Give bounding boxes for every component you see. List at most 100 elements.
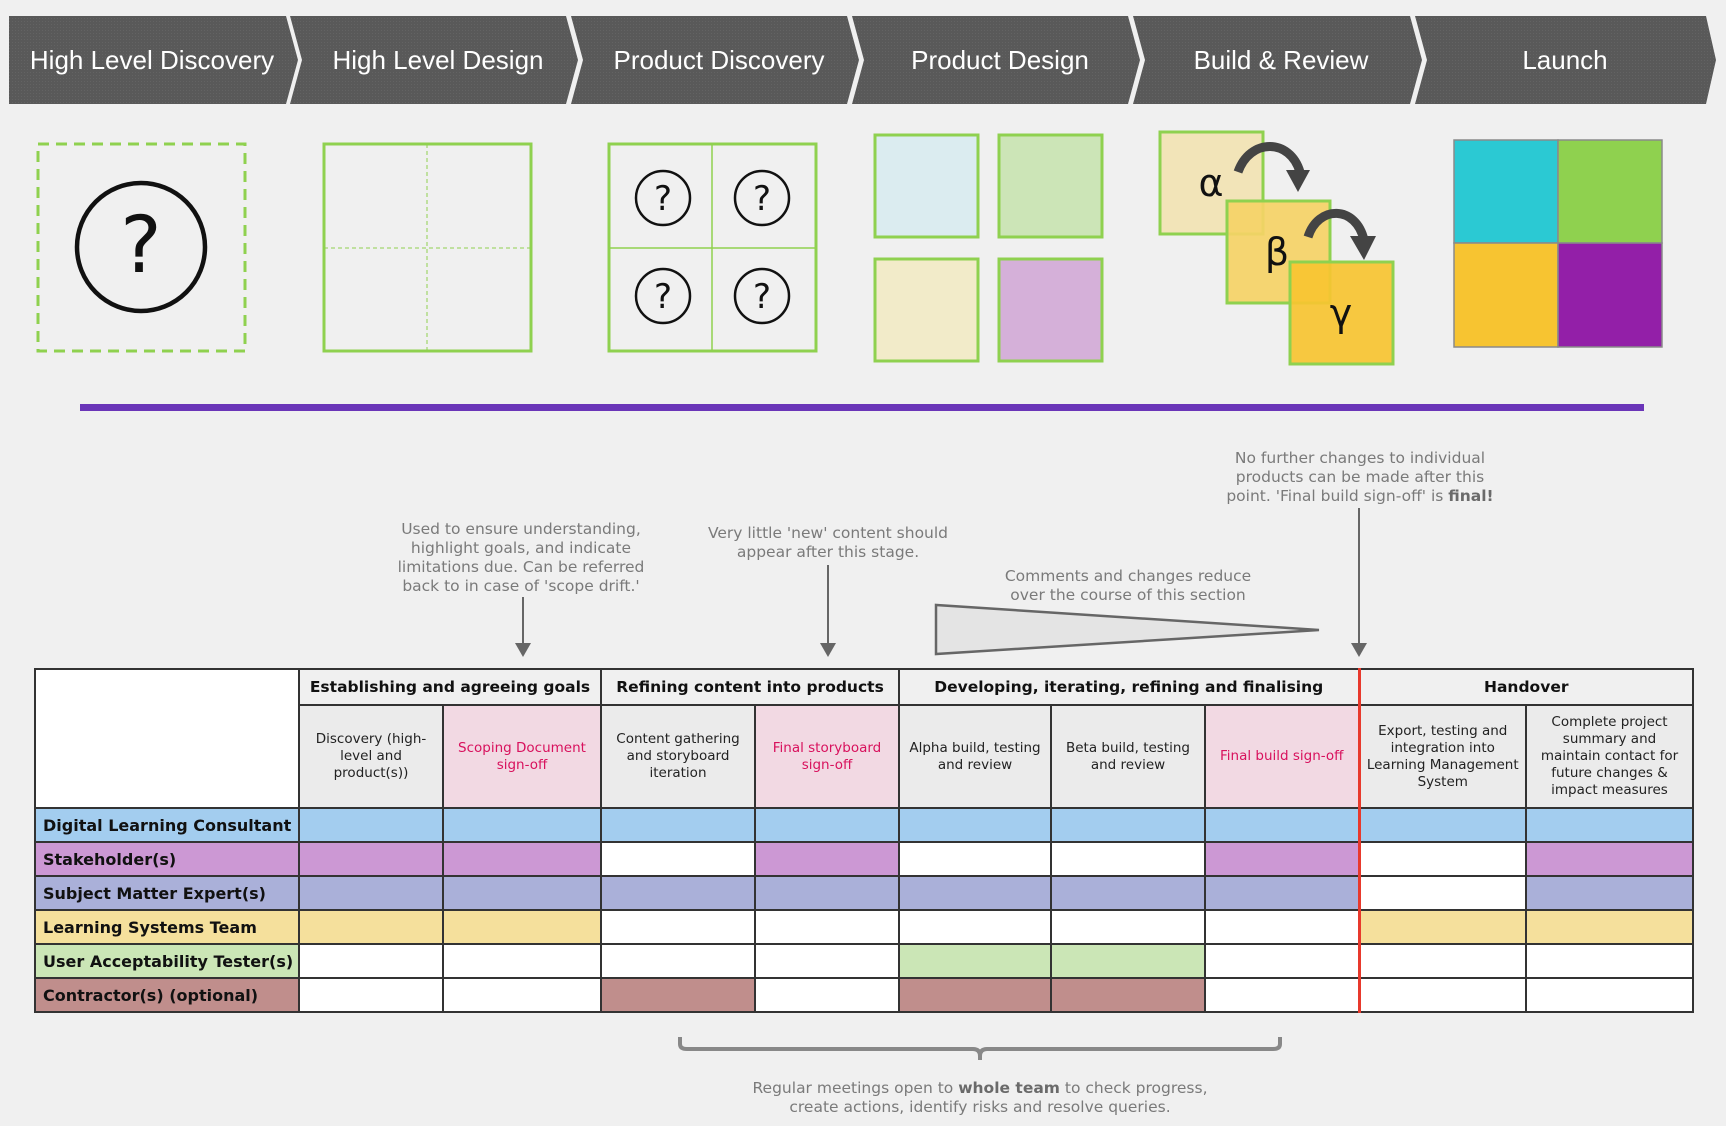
involvement-cell-empty bbox=[898, 841, 1052, 877]
svg-text:α: α bbox=[1198, 161, 1223, 205]
involvement-cell-active bbox=[298, 875, 444, 911]
stage-high-level-design: High Level Design bbox=[332, 45, 544, 75]
design-grid-icon bbox=[322, 142, 533, 353]
svg-text:?: ? bbox=[753, 179, 771, 219]
involvement-cell-active bbox=[298, 909, 444, 945]
involvement-cell-active bbox=[898, 875, 1052, 911]
role-row: Subject Matter Expert(s) bbox=[34, 875, 1694, 911]
stage-header: Content gathering and storyboard iterati… bbox=[600, 704, 756, 809]
responsibility-matrix: Establishing and agreeing goals Refining… bbox=[34, 668, 1694, 1013]
involvement-cell-empty bbox=[298, 977, 444, 1013]
role-row: Contractor(s) (optional) bbox=[34, 977, 1694, 1013]
involvement-cell-active bbox=[442, 909, 602, 945]
involvement-cell-empty bbox=[1357, 943, 1527, 979]
involvement-cell-active bbox=[600, 807, 756, 843]
involvement-cell-empty bbox=[442, 943, 602, 979]
role-label: Stakeholder(s) bbox=[34, 841, 300, 877]
stage-product-discovery: Product Discovery bbox=[613, 45, 825, 75]
involvement-cell-active bbox=[898, 977, 1052, 1013]
phase-handover: Handover bbox=[1357, 668, 1694, 706]
scoping-note: Used to ensure understanding, highlight … bbox=[397, 520, 645, 595]
stage-banner bbox=[9, 16, 1716, 104]
stage-header: Discovery (high-level and product(s)) bbox=[298, 704, 444, 809]
phase-developing: Developing, iterating, refining and fina… bbox=[898, 668, 1360, 706]
involvement-cell-empty bbox=[1050, 909, 1206, 945]
role-label: Learning Systems Team bbox=[34, 909, 300, 945]
role-label: Digital Learning Consultant bbox=[34, 807, 300, 843]
involvement-cell-active bbox=[442, 807, 602, 843]
product-design-icon bbox=[873, 133, 1104, 363]
involvement-cell-empty bbox=[600, 841, 756, 877]
svg-text:?: ? bbox=[654, 277, 672, 317]
stage-launch: Launch bbox=[1522, 45, 1608, 75]
stage-header: Export, testing and integration into Lea… bbox=[1357, 704, 1527, 809]
involvement-cell-active bbox=[298, 841, 444, 877]
stage-header: Final storyboard sign-off bbox=[754, 704, 900, 809]
involvement-cell-empty bbox=[442, 977, 602, 1013]
meetings-note: Regular meetings open to whole team to c… bbox=[752, 1079, 1208, 1116]
svg-text:?: ? bbox=[753, 277, 771, 317]
involvement-cell-active bbox=[298, 807, 444, 843]
involvement-cell-empty bbox=[1525, 943, 1694, 979]
involvement-cell-active bbox=[754, 807, 900, 843]
involvement-cell-active bbox=[1357, 807, 1527, 843]
involvement-cell-active bbox=[1050, 807, 1206, 843]
phase-refining: Refining content into products bbox=[600, 668, 900, 706]
involvement-cell-active bbox=[1525, 841, 1694, 877]
meetings-bracket bbox=[678, 1037, 1282, 1060]
involvement-cell-active bbox=[754, 875, 900, 911]
stage-high-level-discovery: High Level Discovery bbox=[29, 45, 275, 75]
involvement-cell-empty bbox=[1525, 977, 1694, 1013]
involvement-cell-empty bbox=[298, 943, 444, 979]
annotation-arrows bbox=[515, 508, 1367, 657]
involvement-cell-active bbox=[1204, 807, 1360, 843]
stage-product-design: Product Design bbox=[911, 45, 1089, 75]
involvement-cell-active bbox=[1050, 875, 1206, 911]
involvement-cell-empty bbox=[754, 943, 900, 979]
involvement-cell-active bbox=[1525, 909, 1694, 945]
role-label: Contractor(s) (optional) bbox=[34, 977, 300, 1013]
involvement-cell-active bbox=[600, 977, 756, 1013]
role-row: Digital Learning Consultant bbox=[34, 807, 1694, 843]
involvement-cell-empty bbox=[754, 977, 900, 1013]
involvement-cell-active bbox=[1050, 977, 1206, 1013]
involvement-cell-active bbox=[754, 841, 900, 877]
role-row: User Acceptability Tester(s) bbox=[34, 943, 1694, 979]
comments-note: Comments and changes reduce over the cou… bbox=[1004, 567, 1252, 604]
section-divider bbox=[80, 404, 1644, 411]
stage-header: Final build sign-off bbox=[1204, 704, 1360, 809]
involvement-cell-empty bbox=[1204, 977, 1360, 1013]
involvement-cell-active bbox=[1525, 807, 1694, 843]
involvement-cell-empty bbox=[898, 909, 1052, 945]
role-row: Learning Systems Team bbox=[34, 909, 1694, 945]
involvement-cell-empty bbox=[754, 909, 900, 945]
final-note: No further changes to individual product… bbox=[1226, 449, 1494, 505]
svg-text:γ: γ bbox=[1330, 291, 1353, 335]
involvement-cell-active bbox=[442, 841, 602, 877]
involvement-cell-empty bbox=[1357, 875, 1527, 911]
build-review-icon: α β γ bbox=[1158, 130, 1395, 366]
role-row: Stakeholder(s) bbox=[34, 841, 1694, 877]
launch-icon bbox=[1453, 139, 1663, 348]
stage-header: Complete project summary and maintain co… bbox=[1525, 704, 1694, 809]
involvement-cell-active bbox=[1204, 841, 1360, 877]
discovery-icon: ? bbox=[36, 142, 247, 353]
involvement-cell-empty bbox=[600, 943, 756, 979]
stage-header: Beta build, testing and review bbox=[1050, 704, 1206, 809]
involvement-cell-empty bbox=[1204, 909, 1360, 945]
involvement-cell-active bbox=[1204, 875, 1360, 911]
decreasing-wedge-icon bbox=[934, 603, 1320, 656]
stage-build-review: Build & Review bbox=[1193, 45, 1369, 75]
phase-goals: Establishing and agreeing goals bbox=[298, 668, 602, 706]
involvement-cell-active bbox=[1525, 875, 1694, 911]
involvement-cell-empty bbox=[1357, 841, 1527, 877]
svg-text:?: ? bbox=[120, 201, 161, 291]
involvement-cell-empty bbox=[1357, 977, 1527, 1013]
table-corner bbox=[34, 668, 300, 809]
involvement-cell-active bbox=[898, 943, 1052, 979]
stage-header: Alpha build, testing and review bbox=[898, 704, 1052, 809]
storyboard-note: Very little 'new' content should appear … bbox=[707, 524, 949, 561]
involvement-cell-active bbox=[898, 807, 1052, 843]
involvement-cell-active bbox=[1357, 909, 1527, 945]
product-discovery-icon: ? ? ? ? bbox=[607, 142, 818, 353]
